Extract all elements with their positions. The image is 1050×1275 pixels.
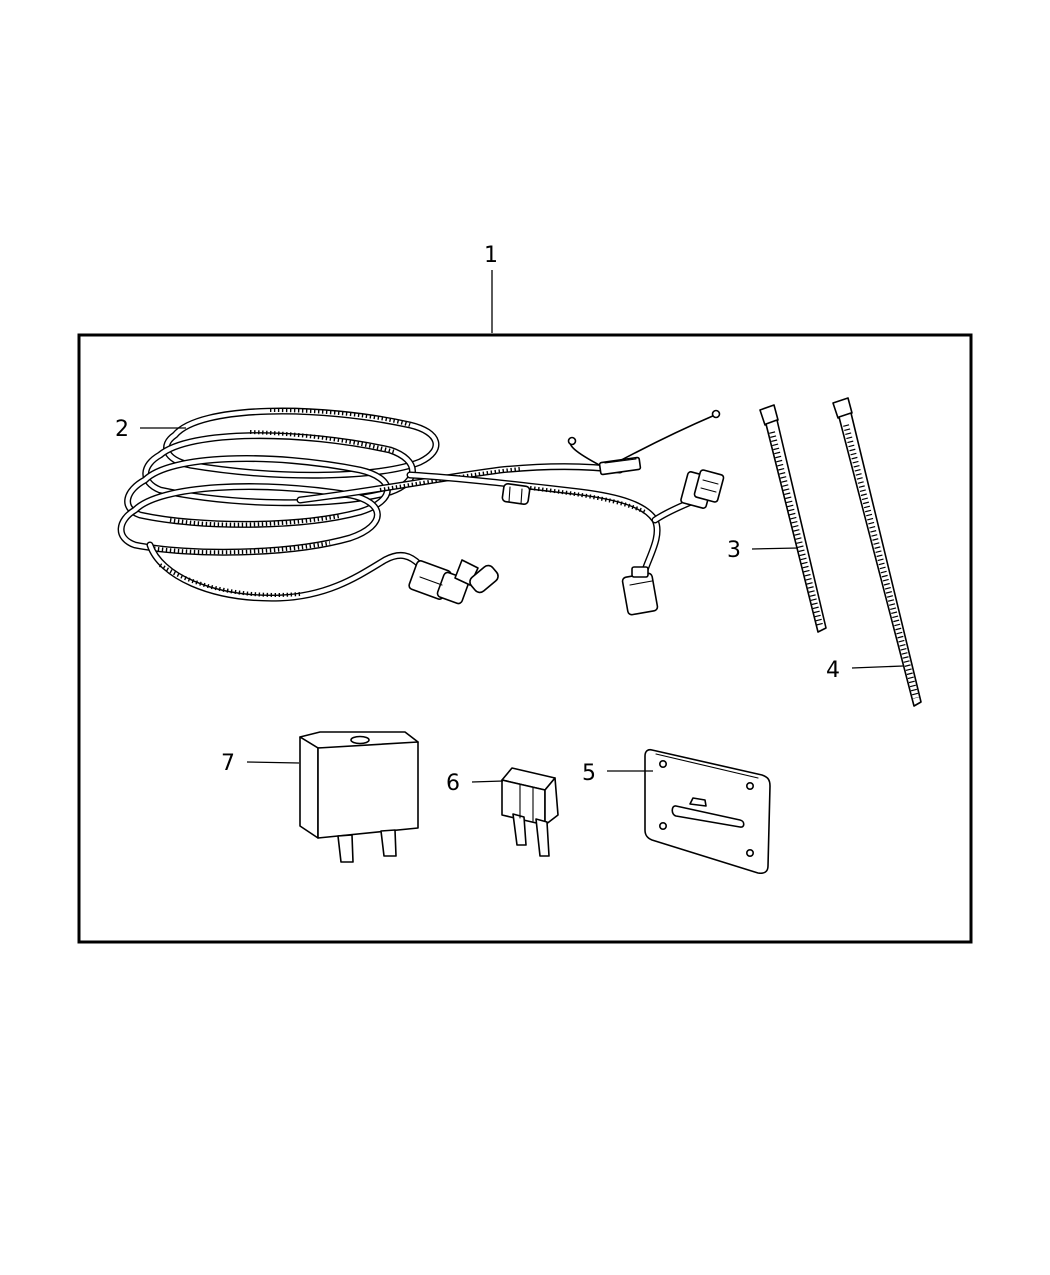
- ground-pigtail: [567, 409, 721, 476]
- leader-line-6: [471, 780, 504, 783]
- callout-7: 7: [221, 751, 235, 776]
- vehicle-connector: [680, 469, 725, 509]
- callout-1: 1: [484, 243, 498, 268]
- cable-tie-long: [832, 397, 922, 707]
- callout-2: 2: [115, 417, 129, 442]
- callout-5: 5: [582, 761, 596, 786]
- harness-clip: [501, 482, 531, 506]
- wiring-harness: [117, 407, 725, 616]
- leader-line-3: [751, 547, 799, 550]
- four-pin-flat-connector: [408, 559, 499, 605]
- relay: [299, 731, 419, 863]
- callout-3: 3: [727, 538, 741, 563]
- blade-fuse: [501, 767, 559, 857]
- callout-6: 6: [446, 771, 460, 796]
- leader-line-7: [246, 761, 300, 764]
- harness-trunk: [296, 463, 699, 574]
- mounting-bracket: [644, 748, 771, 875]
- leader-line-4: [851, 665, 904, 669]
- kit-frame: [77, 333, 973, 944]
- callout-4: 4: [826, 658, 840, 683]
- harness-loops: [117, 407, 440, 602]
- cable-tie-short: [759, 404, 827, 633]
- trailer-connector: [621, 566, 659, 616]
